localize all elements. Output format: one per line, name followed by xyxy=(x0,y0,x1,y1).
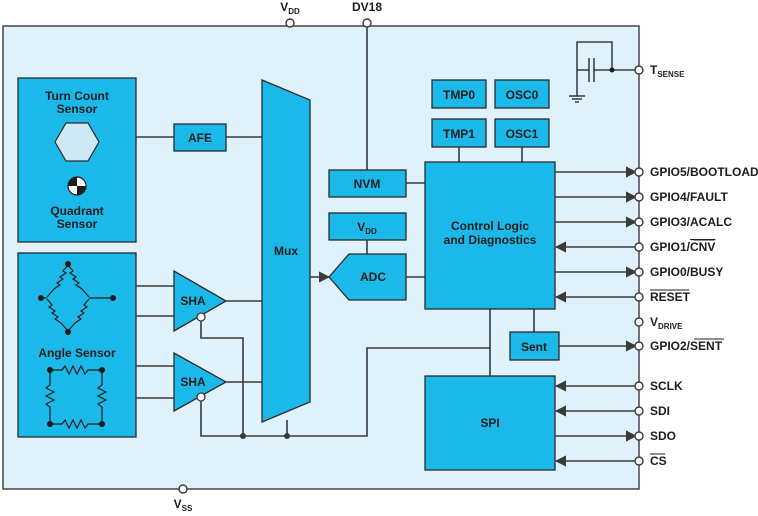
mux-block xyxy=(261,79,311,423)
mux-label: Mux xyxy=(274,244,298,258)
vdd-pin-label: VDD xyxy=(280,0,300,16)
afe-block xyxy=(173,123,227,152)
dv18-pin xyxy=(362,18,372,28)
cs-pin-label: CS xyxy=(650,454,667,468)
tmp0-label: TMP0 xyxy=(443,88,475,102)
spi-block xyxy=(424,375,556,471)
gpio1-pin-label: GPIO1/CNV xyxy=(650,240,715,254)
right-pin-circles xyxy=(634,65,644,466)
tsense-pin-label: TSENSE xyxy=(650,63,685,79)
quadrant-icon xyxy=(67,176,87,196)
afe-label: AFE xyxy=(188,131,212,145)
resistor-loop-icon xyxy=(44,364,108,430)
osc1-block xyxy=(494,118,550,148)
vss-pin xyxy=(178,484,188,494)
gpio0-pin-label: GPIO0/BUSY xyxy=(650,265,723,279)
bridge-resistor-icon xyxy=(46,264,90,332)
reset-pin-label: RESET xyxy=(650,290,691,304)
transistor-icon xyxy=(569,41,636,103)
dv18-pin-label: DV18 xyxy=(352,0,382,14)
vss-pin-label: VSS xyxy=(174,497,193,513)
hexagon-icon xyxy=(54,122,100,162)
nvm-block xyxy=(328,169,407,198)
sent-block xyxy=(509,331,560,361)
vdd-pin xyxy=(285,18,295,28)
sclk-pin-label: SCLK xyxy=(650,379,683,393)
adc-label: ADC xyxy=(360,270,386,284)
tmp1-label: TMP1 xyxy=(443,127,475,141)
control-logic-block xyxy=(424,161,556,310)
sha-top-label: SHA xyxy=(180,294,206,308)
osc1-label: OSC1 xyxy=(506,127,539,141)
sha-bottom-label: SHA xyxy=(180,375,206,389)
angle-sensor-block xyxy=(17,252,137,438)
sdo-pin-label: SDO xyxy=(650,429,676,443)
osc0-block xyxy=(494,79,550,109)
sent-label: Sent xyxy=(521,340,547,354)
tmp0-block xyxy=(431,79,487,109)
spi-label: SPI xyxy=(480,416,499,430)
gpio3-pin-label: GPIO3/ACALC xyxy=(650,215,732,229)
gpio2-pin-label: GPIO2/SENT xyxy=(650,339,723,353)
nvm-label: NVM xyxy=(354,177,381,191)
vdd-block xyxy=(328,212,407,241)
angle-sensor-label: Angle Sensor xyxy=(38,346,116,360)
vdrive-pin-label: VDRIVE xyxy=(650,315,683,331)
osc0-label: OSC0 xyxy=(506,88,539,102)
gpio5-pin-label: GPIO5/BOOTLOAD xyxy=(650,165,758,179)
sdi-pin-label: SDI xyxy=(650,404,670,418)
vdd-block-label: VDD xyxy=(357,220,377,236)
gpio4-pin-label: GPIO4/FAULT xyxy=(650,190,728,204)
